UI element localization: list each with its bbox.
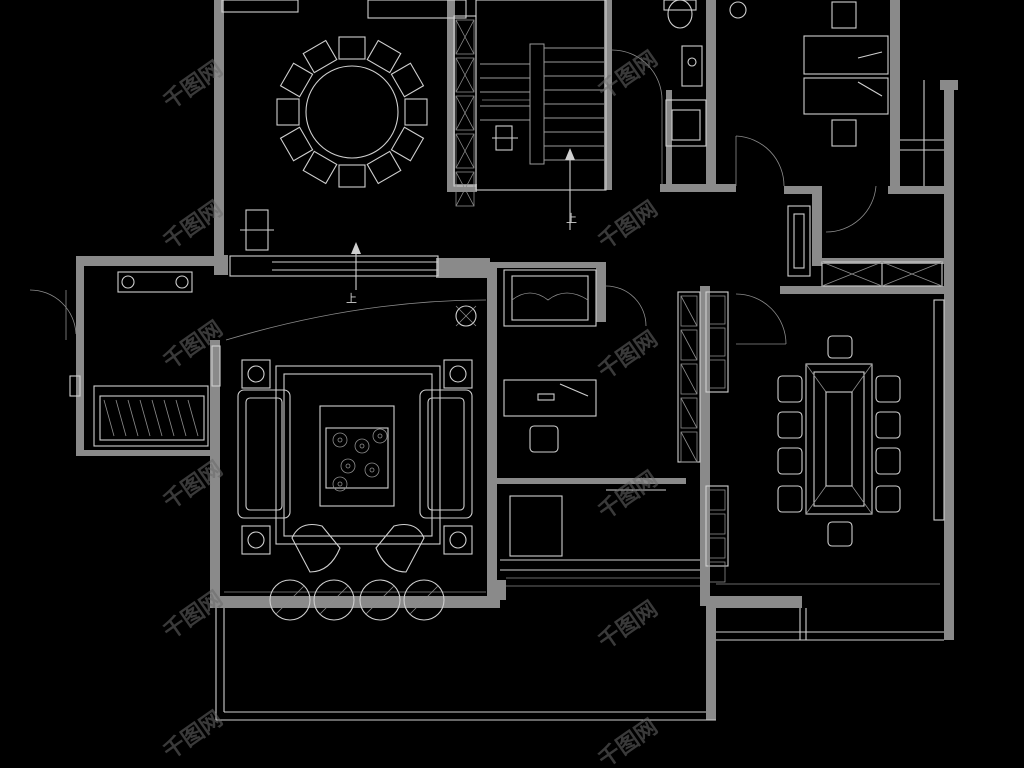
dining-chair	[390, 126, 425, 162]
ottoman	[269, 579, 311, 621]
meeting-chair	[875, 411, 901, 439]
dining-chair	[366, 39, 402, 74]
wardrobe-cabinets	[677, 291, 787, 583]
watermark-text: 千图网	[594, 597, 662, 655]
stair-up-label-corridor: 上	[566, 212, 577, 225]
watermark-text: 千图网	[594, 327, 662, 385]
meeting-chair	[827, 335, 853, 359]
meeting-chair	[875, 485, 901, 513]
study-room: 上	[240, 209, 700, 571]
dining-chair	[390, 62, 425, 98]
dining-chair	[404, 98, 428, 126]
watermark-text: 千图网	[159, 707, 227, 765]
ottoman	[359, 579, 401, 621]
dining-chair	[338, 36, 366, 60]
meeting-chair	[777, 375, 803, 403]
meeting-chair	[777, 485, 803, 513]
storage-boxes	[821, 261, 943, 287]
staircase	[453, 0, 607, 230]
foyer	[29, 271, 209, 447]
living-room-sofa-set: 上	[211, 242, 477, 621]
office-desk-area	[735, 1, 889, 277]
dining-chair	[276, 98, 300, 126]
watermark-text: 千图网	[594, 467, 662, 525]
ottoman	[313, 579, 355, 621]
dining-chair	[279, 126, 314, 162]
dining-chair	[302, 150, 338, 185]
window-lines	[215, 0, 945, 721]
meeting-chair	[875, 447, 901, 475]
bathroom	[611, 0, 747, 186]
round-dining-table	[276, 36, 428, 188]
dining-chair	[302, 39, 338, 74]
meeting-chair	[827, 521, 853, 547]
watermark-text: 千图网	[594, 197, 662, 255]
meeting-chair	[875, 375, 901, 403]
walls	[76, 0, 958, 720]
meeting-table	[777, 335, 901, 547]
dining-chair	[338, 164, 366, 188]
meeting-chair	[777, 447, 803, 475]
watermark-text: 千图网	[159, 587, 227, 645]
dining-chair	[366, 150, 402, 185]
dining-chair	[279, 62, 314, 98]
ottoman	[403, 579, 445, 621]
meeting-chair	[777, 411, 803, 439]
stair-up-label-main: 上	[346, 292, 357, 305]
watermark-text: 千图网	[594, 715, 662, 768]
